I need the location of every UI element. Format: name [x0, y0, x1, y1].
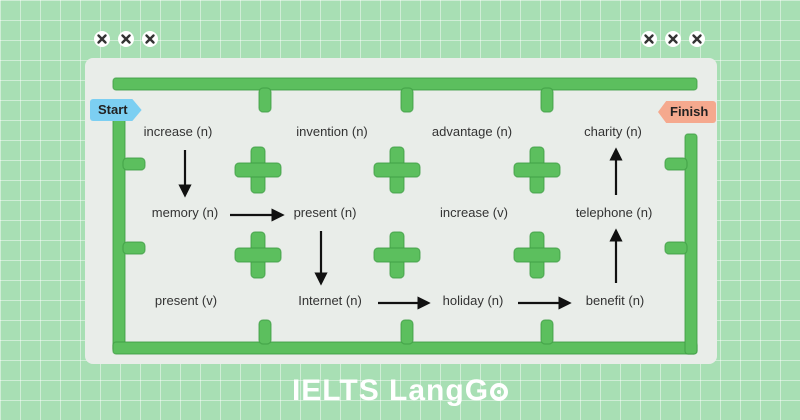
maze-cell: present (n)	[293, 205, 357, 220]
maze-wall-stub	[400, 319, 414, 345]
maze-cell: increase (n)	[143, 124, 213, 139]
x-icon	[641, 31, 657, 47]
maze-cell: increase (v)	[440, 205, 508, 220]
maze-walls	[112, 77, 698, 355]
maze-cell: holiday (n)	[442, 293, 504, 308]
start-tag: Start	[90, 99, 142, 121]
maze-wall-plus-h	[234, 247, 282, 263]
maze-wall-stub	[664, 241, 688, 255]
maze-cell: telephone (n)	[575, 205, 653, 220]
decor-x-marks-right	[640, 30, 706, 48]
brand-logo: IELTS LangG	[0, 374, 800, 408]
maze-wall-stub	[258, 87, 272, 113]
brand-text: IELTS LangG	[291, 374, 490, 407]
maze-wall-stub	[664, 157, 688, 171]
x-icon	[118, 31, 134, 47]
maze-wall-stub	[122, 157, 146, 171]
maze-wall-left	[112, 109, 126, 353]
maze-wall-plus-h	[234, 162, 282, 178]
x-icon	[665, 31, 681, 47]
maze-cell: invention (n)	[296, 124, 368, 139]
maze-wall-stub	[400, 87, 414, 113]
maze-wall-stub	[540, 319, 554, 345]
maze-wall-plus-h	[513, 162, 561, 178]
maze-wall-plus-h	[513, 247, 561, 263]
maze-wall-stub	[122, 241, 146, 255]
maze-cell: present (v)	[154, 293, 218, 308]
path-arrows	[178, 147, 623, 310]
maze-panel: increase (n) invention (n) advantage (n)…	[85, 58, 717, 364]
maze-wall-stub	[540, 87, 554, 113]
maze-board	[112, 77, 698, 355]
finish-tag: Finish	[658, 101, 717, 123]
x-icon	[689, 31, 705, 47]
maze-cell: Internet (n)	[298, 293, 362, 308]
maze-wall-plus-h	[373, 162, 421, 178]
brand-o-icon	[490, 383, 509, 401]
maze-cell: advantage (n)	[431, 124, 513, 139]
maze-wall-stub	[258, 319, 272, 345]
maze-cell: charity (n)	[584, 124, 642, 139]
x-icon	[142, 31, 158, 47]
maze-wall-plus-h	[373, 247, 421, 263]
maze-cell: memory (n)	[151, 205, 219, 220]
decor-x-marks-left	[93, 30, 159, 48]
x-icon	[94, 31, 110, 47]
maze-cell: benefit (n)	[585, 293, 645, 308]
